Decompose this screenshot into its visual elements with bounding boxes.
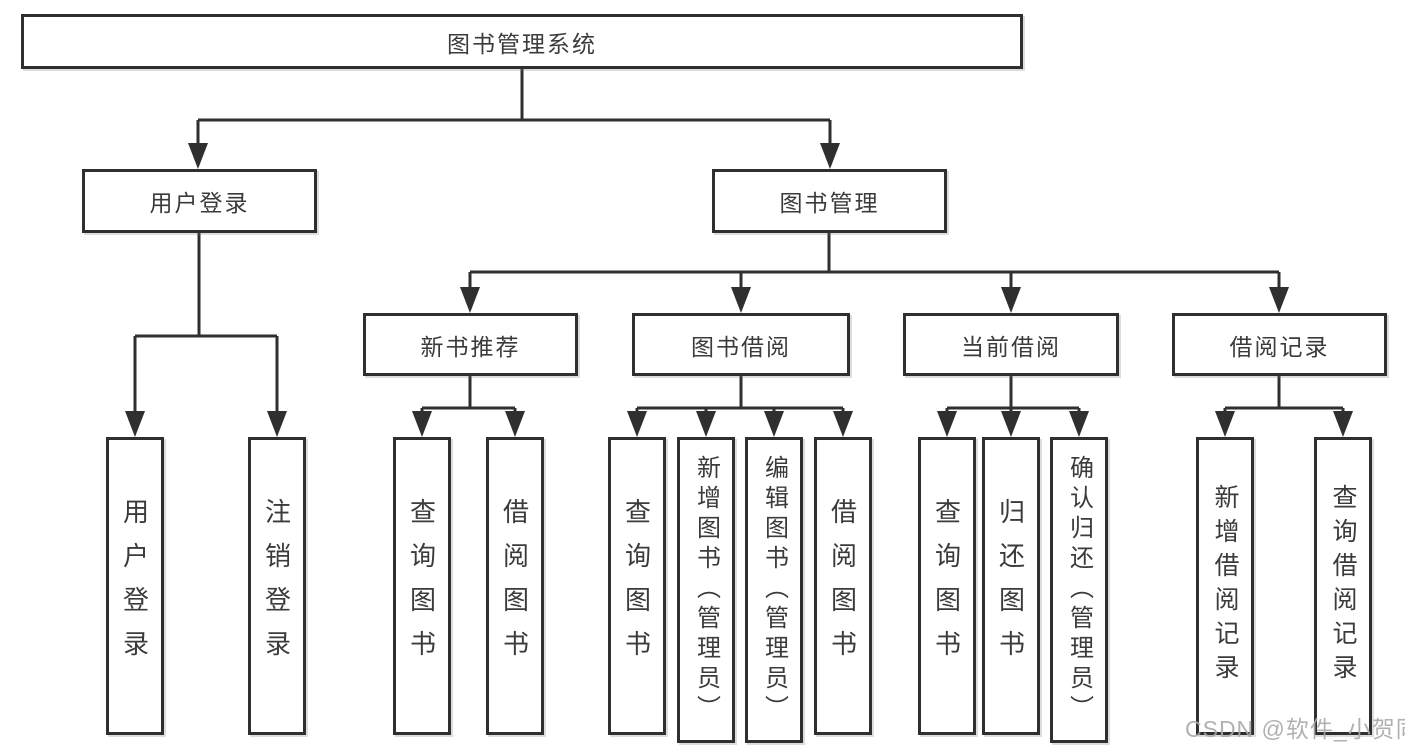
branch-label-book-management: 图书管理 [779,190,880,216]
leaf-box-user-login: 用户登录 [106,437,164,735]
group-label-borrow-records: 借阅记录 [1229,333,1330,360]
leaf-label-add-books-admin: 新增图书（管理员） [692,455,720,725]
leaf-box-return-books: 归还图书 [982,437,1040,735]
leaf-box-query-borrow-record: 查询借阅记录 [1314,437,1372,735]
leaf-box-add-borrow-record: 新增借阅记录 [1196,437,1254,735]
leaf-box-add-books-admin: 新增图书（管理员） [677,437,735,743]
leaf-box-current-query-books: 查询图书 [918,437,976,735]
leaf-label-recommend-borrow-books: 借阅图书 [499,498,530,674]
group-label-current-borrow: 当前借阅 [961,333,1061,360]
leaf-box-logout: 注销登录 [248,437,306,735]
leaf-box-recommend-borrow-books: 借阅图书 [486,437,544,735]
csdn-watermark: CSDN @软件_小贺同学 [1185,716,1405,742]
arrowheads [125,143,1353,437]
leaf-box-borrow-query-books: 查询图书 [608,437,666,735]
root-label: 图书管理系统 [447,30,597,57]
leaf-box-recommend-query-books: 查询图书 [393,437,451,735]
leaf-label-user-login: 用户登录 [119,498,150,674]
leaf-label-current-query-books: 查询图书 [931,498,962,674]
leaf-label-borrow-query-books: 查询图书 [621,498,652,674]
leaf-label-recommend-query-books: 查询图书 [406,498,437,674]
leaf-label-logout: 注销登录 [261,498,292,674]
branch-box-book-management: 图书管理 [712,169,947,233]
leaf-label-borrow-books: 借阅图书 [827,498,858,674]
group-box-current-borrow: 当前借阅 [903,313,1119,376]
root-box-library-system: 图书管理系统 [21,14,1023,69]
leaf-box-borrow-books: 借阅图书 [814,437,872,735]
leaf-label-add-borrow-record: 新增借阅记录 [1211,484,1239,688]
group-box-new-book-recommend: 新书推荐 [363,313,578,376]
leaf-label-return-books: 归还图书 [995,498,1026,674]
leaf-box-edit-books-admin: 编辑图书（管理员） [745,437,803,743]
group-box-borrow-records: 借阅记录 [1172,313,1387,376]
leaf-label-confirm-return-admin: 确认归还（管理员） [1065,455,1093,725]
branch-label-user-login: 用户登录 [149,190,250,216]
branch-box-user-login: 用户登录 [82,169,317,233]
leaf-label-query-borrow-record: 查询借阅记录 [1329,484,1357,688]
group-box-book-borrow: 图书借阅 [632,313,850,376]
group-label-book-borrow: 图书借阅 [691,333,791,360]
leaf-label-edit-books-admin: 编辑图书（管理员） [760,455,788,725]
leaf-box-confirm-return-admin: 确认归还（管理员） [1050,437,1108,743]
group-label-new-book-recommend: 新书推荐 [420,333,521,360]
